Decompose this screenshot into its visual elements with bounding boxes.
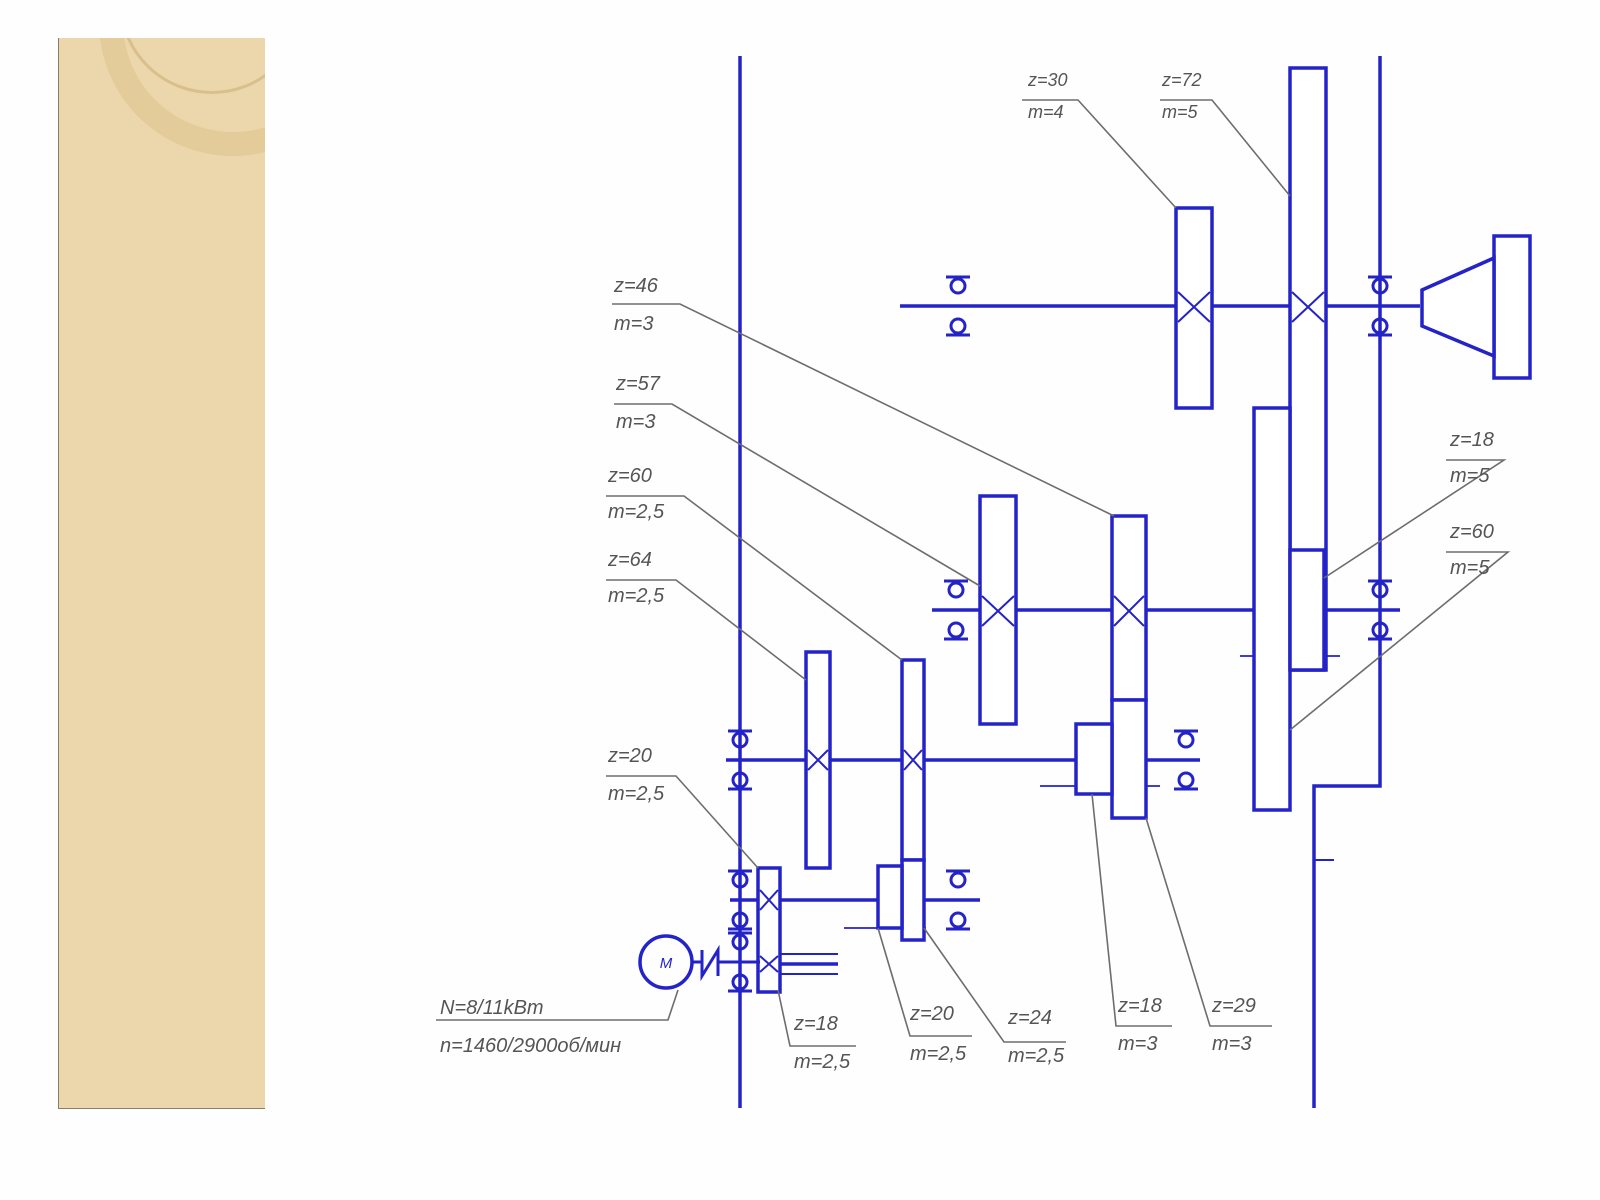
label-z30-m: m=4: [1028, 102, 1064, 122]
motor: M: [638, 934, 760, 990]
label-z46-m: m=3: [614, 313, 653, 335]
spindle-chuck: [1492, 234, 1532, 380]
gear-z24: [900, 858, 926, 942]
bearing-symbol: [728, 931, 752, 993]
fixed-gear-marks: [759, 291, 1325, 973]
motor-label: M: [660, 955, 673, 972]
bearing-symbol: [728, 729, 752, 791]
label-z30-z: z=30: [1027, 70, 1068, 90]
label-z64-z: z=64: [607, 549, 652, 571]
label-z18b-m: m=2,5: [794, 1051, 851, 1073]
gear-z18-m5: [1288, 548, 1326, 672]
label-z20a-z: z=20: [607, 745, 652, 767]
label-z60a-z: z=60: [607, 465, 652, 487]
bearing-symbol: [946, 275, 970, 337]
leader-lines: [436, 99, 1511, 1047]
label-motor-speed: n=1460/2900об/мин: [440, 1035, 621, 1057]
gear-labels: z=30 m=4 z=72 m=5 z=46 m=3 z=57 m=3 z=60…: [440, 70, 1494, 1073]
label-z20a-m: m=2,5: [608, 783, 665, 805]
gear-z29: [1110, 698, 1148, 820]
gear-z20-m25: [876, 864, 904, 930]
label-z46-z: z=46: [613, 275, 659, 297]
bearing-symbol: [728, 869, 752, 931]
gear-z64: [804, 650, 832, 870]
label-z18c-m: m=3: [1118, 1033, 1157, 1055]
label-z60b-m: m=5: [1450, 557, 1490, 579]
label-z18a-m: m=5: [1450, 465, 1490, 487]
label-z18c-z: z=18: [1117, 995, 1162, 1017]
bearing-symbol: [1174, 729, 1198, 791]
gear-z20-z18-block: [756, 866, 782, 994]
gear-z60-m5: [1252, 406, 1292, 812]
label-z60b-z: z=60: [1449, 521, 1494, 543]
bearings: [728, 275, 1392, 993]
label-z24-m: m=2,5: [1008, 1045, 1065, 1067]
gear-z57: [978, 494, 1018, 726]
label-z18b-z: z=18: [793, 1013, 838, 1035]
label-z18a-z: z=18: [1449, 429, 1494, 451]
bearing-symbol: [944, 579, 968, 641]
label-z29-m: m=3: [1212, 1033, 1251, 1055]
coupling-symbol: [700, 944, 720, 982]
label-z20b-z: z=20: [909, 1003, 954, 1025]
bearing-symbol: [1368, 579, 1392, 641]
label-z57-z: z=57: [615, 373, 661, 395]
gears: [756, 66, 1532, 994]
label-z29-z: z=29: [1211, 995, 1256, 1017]
gear-z46: [1110, 514, 1148, 702]
label-z72-z: z=72: [1161, 70, 1202, 90]
label-z57-m: m=3: [616, 411, 655, 433]
label-z24-z: z=24: [1007, 1007, 1052, 1029]
label-z20b-m: m=2,5: [910, 1043, 967, 1065]
label-z64-m: m=2,5: [608, 585, 665, 607]
spindle-cone: [1420, 255, 1496, 359]
label-motor-power: N=8/11kВт: [440, 997, 544, 1019]
bearing-symbol: [1368, 275, 1392, 337]
label-z60a-m: m=2,5: [608, 501, 665, 523]
bearing-symbol: [946, 869, 970, 931]
gear-z18-m3: [1074, 722, 1114, 796]
decorative-side-panel: [58, 38, 265, 1109]
label-z72-m: m=5: [1162, 102, 1199, 122]
